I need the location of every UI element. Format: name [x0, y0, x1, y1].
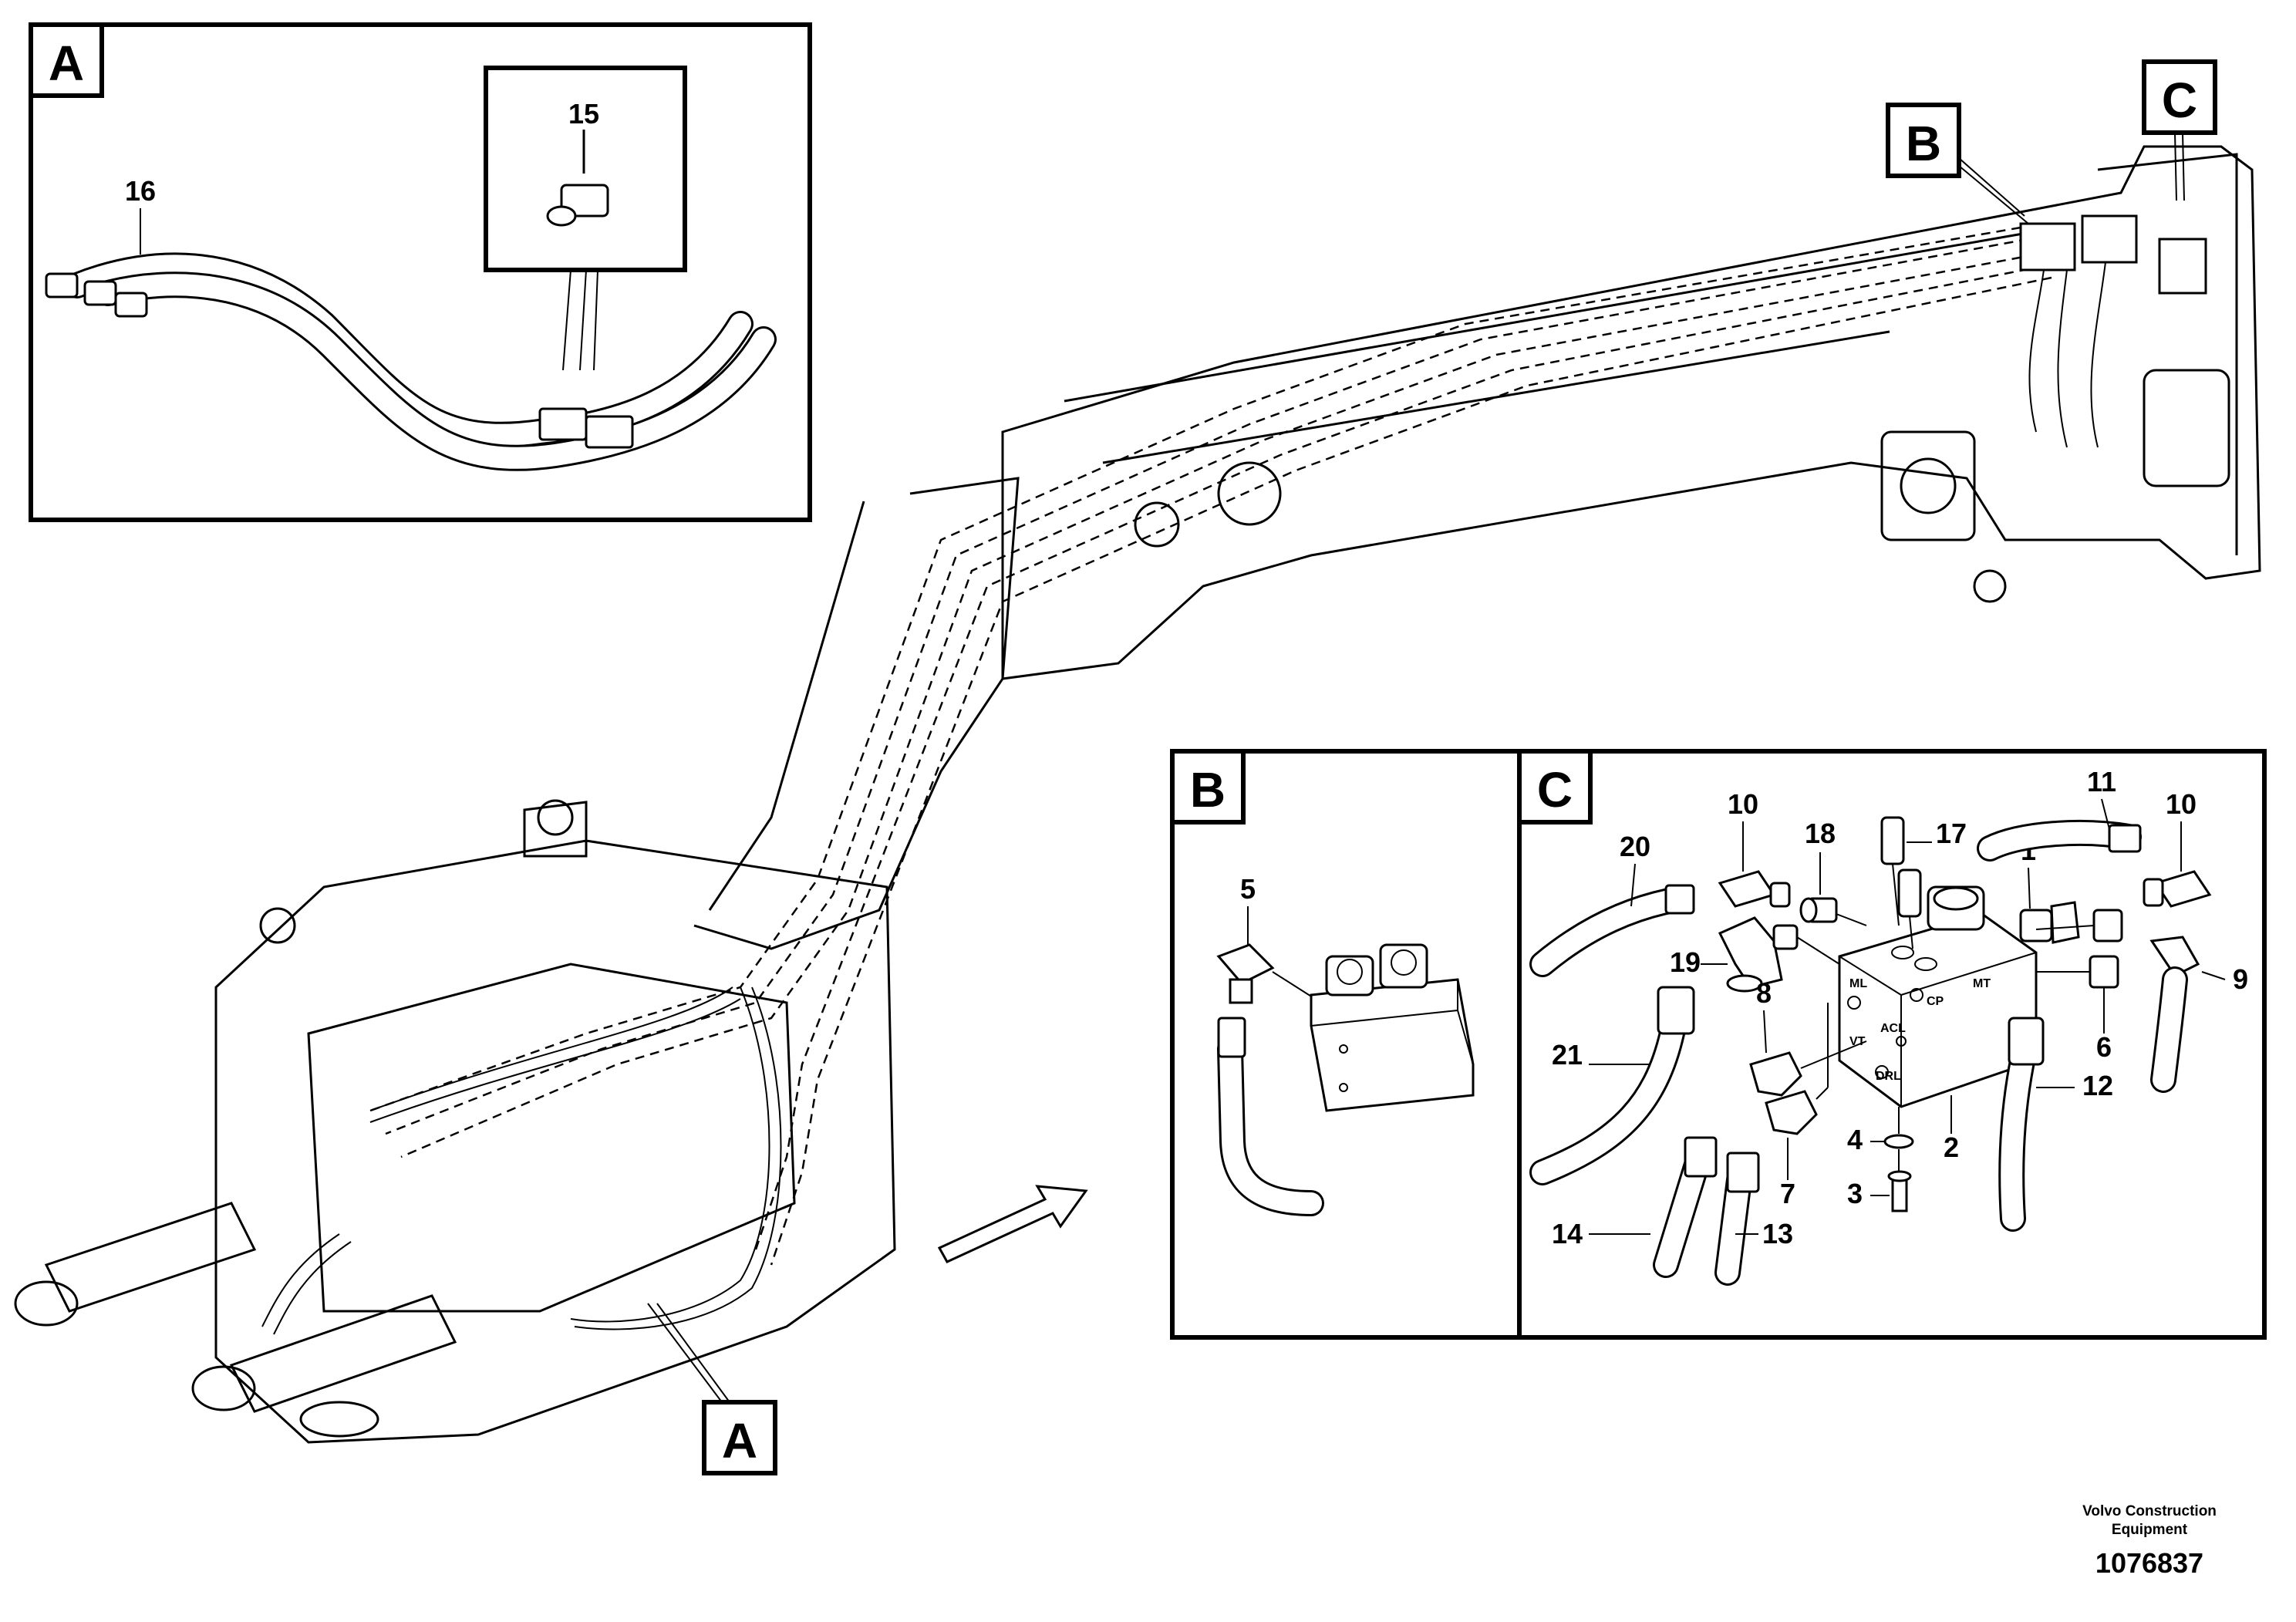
washer-4: [1883, 1134, 1914, 1149]
sensor-17: [1880, 816, 1922, 949]
detail-view-a: A 15 16: [29, 22, 812, 522]
hose-21: [1529, 986, 1695, 1185]
port-cp: CP: [1927, 995, 1944, 1008]
part-label-14: 14: [1552, 1218, 1583, 1249]
part-label-7: 7: [1780, 1178, 1795, 1209]
solenoid-c: [1927, 885, 1985, 931]
boom-assembly: [14, 145, 2261, 1444]
part-label-12: 12: [2082, 1070, 2113, 1101]
footer-company-text: Volvo Construction Equipment: [2082, 1503, 2217, 1538]
union-fitting-15: [546, 184, 609, 227]
part-label-21: 21: [1552, 1039, 1583, 1071]
port-acl: ACL: [1880, 1022, 1906, 1035]
elbow-fitting-10-left: [1718, 870, 1791, 908]
hose-assembly-16: [45, 252, 777, 471]
part-label-16: 16: [125, 175, 156, 207]
bolt-3: [1887, 1170, 1912, 1212]
detail-view-b: B 5: [1170, 749, 1475, 1216]
valve-block-c: ML CP MT ACL VT DRL: [1838, 912, 2038, 1108]
part-label-10-left: 10: [1728, 788, 1758, 820]
view-a-letter: A: [49, 35, 84, 91]
plug-18: [1799, 897, 1838, 923]
elbow-fitting-8: [1749, 1051, 1802, 1097]
hose-13-14: [1653, 1136, 1760, 1286]
part-label-3: 3: [1847, 1178, 1863, 1209]
fitting-6: [2089, 909, 2123, 989]
part-label-11: 11: [2087, 766, 2116, 798]
footer-company: Volvo Construction Equipment: [2072, 1502, 2227, 1539]
part-label-9: 9: [2233, 963, 2248, 995]
valve-block-b: [1310, 943, 1475, 1112]
callout-c-main: C: [2142, 59, 2217, 201]
elbow-fitting-5: [1216, 943, 1275, 1004]
port-vt: VT: [1849, 1035, 1866, 1048]
part-label-20: 20: [1620, 831, 1650, 862]
view-b-letter: B: [1190, 762, 1226, 818]
part-label-15: 15: [568, 98, 599, 130]
part-label-5: 5: [1240, 873, 1256, 905]
part-label-2: 2: [1944, 1131, 1959, 1163]
elbow-fitting-10-right: [2143, 870, 2212, 908]
part-label-4: 4: [1847, 1124, 1863, 1155]
hose-routing-dashed: [369, 226, 2052, 1266]
part-label-17: 17: [1936, 818, 1967, 849]
footer-drawing-number: 1076837: [2095, 1547, 2204, 1579]
valve-cluster-rear: [2019, 214, 2207, 448]
callout-c-letter: C: [2162, 73, 2197, 128]
hose-12: [1998, 1017, 2045, 1232]
callout-a-main: A: [647, 1303, 777, 1475]
fitting-1: [2019, 901, 2080, 944]
hose-11: [1977, 820, 2142, 862]
part-label-18: 18: [1805, 818, 1836, 849]
hose-20: [1529, 884, 1695, 977]
hose-routing-solid: [261, 986, 782, 1335]
callout-b-main: B: [1886, 103, 2029, 224]
port-ml: ML: [1849, 977, 1867, 990]
detail-view-c: C ML CP MT ACL VT DRL: [1517, 749, 2248, 1286]
part-label-19: 19: [1670, 946, 1701, 978]
part-label-10-right: 10: [2166, 788, 2197, 820]
fitting-9: [2149, 936, 2200, 1093]
part-label-6: 6: [2096, 1031, 2112, 1063]
view-c-letter: C: [1537, 762, 1573, 818]
elbow-fitting-19: [1718, 916, 1799, 993]
direction-arrow: [937, 1185, 1088, 1263]
part-label-13: 13: [1762, 1218, 1793, 1249]
callout-b-letter: B: [1906, 116, 1941, 171]
callout-a-letter: A: [722, 1413, 757, 1469]
port-drl: DRL: [1876, 1070, 1901, 1083]
hose-b: [1217, 1017, 1324, 1216]
part-label-8: 8: [1756, 977, 1772, 1009]
elbow-fitting-7: [1765, 1090, 1818, 1135]
port-mt: MT: [1973, 977, 1991, 990]
